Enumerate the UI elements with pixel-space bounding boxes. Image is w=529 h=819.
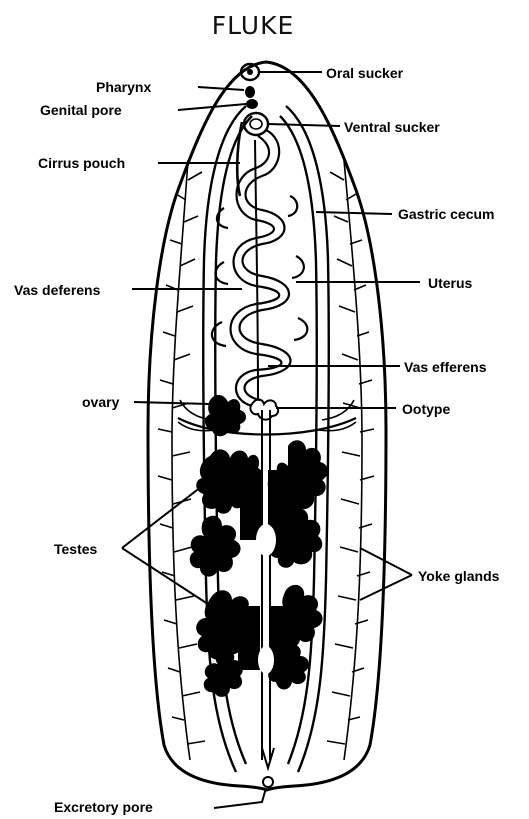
leader-yoke-glands-lower xyxy=(360,575,412,600)
ootype-shape xyxy=(250,400,278,420)
leader-gastric-cecum xyxy=(316,212,392,214)
label-testes: Testes xyxy=(54,541,98,557)
label-ootype: Ootype xyxy=(402,401,450,417)
label-cirrus-pouch: Cirrus pouch xyxy=(38,155,125,171)
label-ventral-sucker: Ventral sucker xyxy=(344,119,440,135)
label-ovary: ovary xyxy=(82,394,120,410)
excretory-pore-shape xyxy=(263,777,273,787)
testes-gap-upper xyxy=(256,524,276,556)
testes-upper xyxy=(190,440,328,576)
ventral-sucker-shape xyxy=(244,113,268,135)
ventral-sucker-inner xyxy=(250,119,262,129)
excretory-canal xyxy=(262,748,274,768)
genital-pore-shape xyxy=(246,99,258,109)
pharynx-shape xyxy=(245,86,255,98)
testes-gap-lower xyxy=(258,646,274,674)
label-uterus: Uterus xyxy=(428,275,473,291)
diagram-title: FLUKE xyxy=(212,11,295,40)
label-oral-sucker: Oral sucker xyxy=(326,65,404,81)
yoke-glands-right xyxy=(318,160,374,760)
label-vas-efferens: Vas efferens xyxy=(404,359,487,375)
leader-ovary xyxy=(134,402,210,404)
label-gastric-cecum: Gastric cecum xyxy=(398,206,495,222)
label-vas-deferens: Vas deferens xyxy=(14,282,101,298)
label-genital-pore: Genital pore xyxy=(40,102,122,118)
testes-lower xyxy=(196,585,322,697)
leader-pharynx xyxy=(198,87,244,90)
label-pharynx: Pharynx xyxy=(96,79,151,95)
label-yoke-glands: Yoke glands xyxy=(418,568,500,584)
label-excretory-pore: Excretory pore xyxy=(54,799,153,815)
leader-excretory-pore xyxy=(214,788,266,808)
oral-sucker-mouth xyxy=(247,69,253,75)
